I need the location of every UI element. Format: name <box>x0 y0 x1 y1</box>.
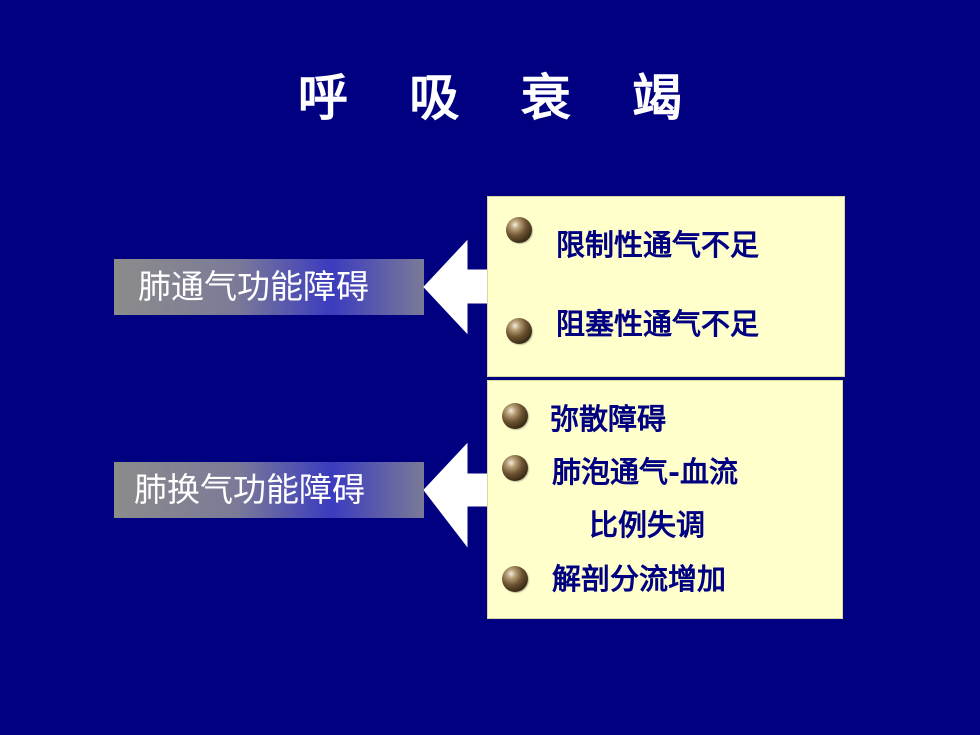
sphere-bullet-icon <box>506 318 532 344</box>
left-arrow-icon <box>423 442 491 548</box>
left-arrow-icon <box>423 239 491 335</box>
list-item: 肺泡通气-血流 <box>552 455 739 489</box>
list-item-continuation: 比例失调 <box>589 508 706 542</box>
sphere-bullet-icon <box>506 217 532 243</box>
list-item: 弥散障碍 <box>550 402 667 436</box>
category-label-ventilation: 肺通气功能障碍 <box>114 259 424 315</box>
category-label-gas-exchange: 肺换气功能障碍 <box>114 462 424 518</box>
list-item: 限制性通气不足 <box>556 228 760 262</box>
list-item: 阻塞性通气不足 <box>556 307 760 341</box>
gas-exchange-items-panel <box>487 380 843 619</box>
sphere-bullet-icon <box>502 566 528 592</box>
ventilation-items-panel <box>487 196 845 377</box>
slide-title: 呼 吸 衰 竭 <box>297 68 705 127</box>
sphere-bullet-icon <box>502 455 528 481</box>
sphere-bullet-icon <box>502 403 528 429</box>
list-item: 解剖分流增加 <box>552 562 727 596</box>
